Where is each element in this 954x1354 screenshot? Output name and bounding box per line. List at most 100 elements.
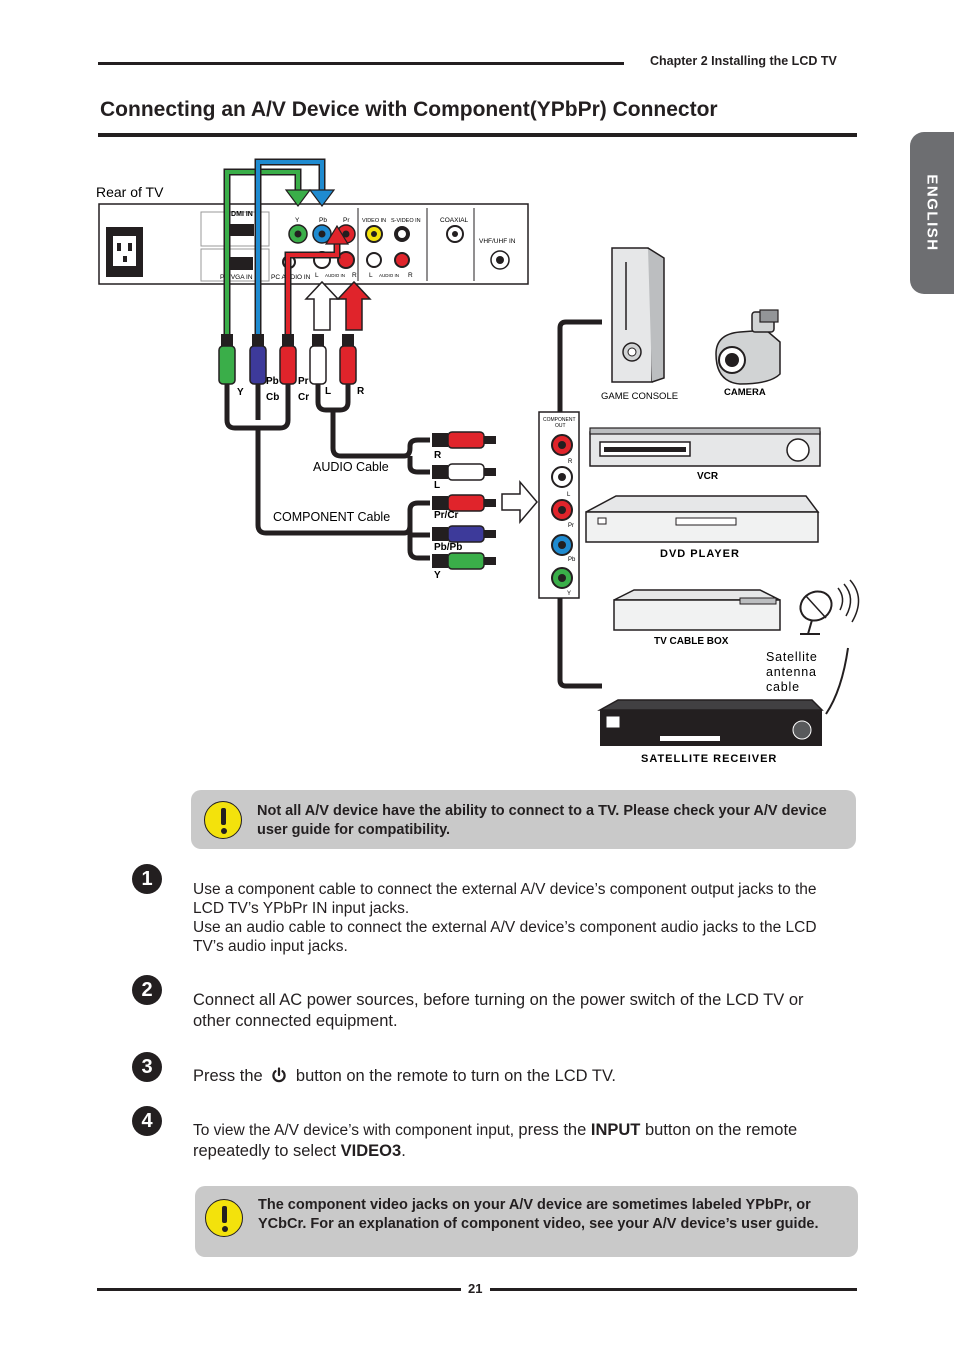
vhf-label: VHF/UHF IN (479, 238, 516, 245)
device-bracket (557, 319, 602, 412)
step-1-line-2: Use an audio cable to connect the extern… (193, 919, 817, 955)
hdmi-port (228, 224, 254, 236)
plug-l-label: L (325, 386, 331, 397)
panel-pb-label: Pb (319, 217, 327, 224)
cable-plug-y (432, 552, 496, 570)
component-labeling-note: The component video jacks on your A/V de… (195, 1186, 858, 1257)
step-4-part-4: . (401, 1142, 406, 1160)
vcr-label: VCR (697, 471, 719, 482)
tv-rear-panel (98, 203, 529, 285)
cable-l-label: L (434, 480, 440, 491)
step-4-text: To view the A/V device’s with component … (193, 1120, 843, 1162)
step-3-text-after: button on the remote to turn on the LCD … (295, 1067, 617, 1085)
sat-cable-line1: Satellite (766, 650, 818, 664)
audio-l-arrow (304, 280, 340, 331)
step-4-part-3: button on the remote repeatedly to selec… (193, 1121, 798, 1160)
hdmi-label: HDMI IN (226, 211, 253, 218)
comp-out-title2: OUT (555, 423, 566, 429)
cable-pbpb-label: Pb/Pb (434, 542, 462, 553)
step-3-text-before: Press the (193, 1067, 263, 1085)
cable-box-label: TV CABLE BOX (654, 636, 729, 647)
compatibility-note: Not all A/V device have the ability to c… (191, 790, 856, 849)
tv-cable-box-icon (613, 589, 781, 631)
cable-plug-pb (432, 525, 496, 543)
panel-r2: R (408, 272, 413, 279)
out-pr-label: Pr (568, 523, 574, 529)
panel-audio-in2: AUDIO IN (379, 273, 399, 278)
out-r-label: R (568, 459, 573, 465)
plug-cr-label: Cr (298, 392, 309, 403)
satellite-dish-icon (799, 579, 860, 635)
panel-y-label: Y (295, 217, 300, 224)
video3-source-name: VIDEO3 (340, 1142, 402, 1160)
step-4-number: 4 (132, 1106, 162, 1136)
cable-y-label: Y (434, 570, 441, 581)
tv-jack-audio-r (337, 251, 355, 269)
panel-l1: L (315, 272, 319, 279)
panel-audio-in1: AUDIO IN (325, 273, 345, 278)
camera-label: CAMERA (724, 387, 766, 398)
cable-plug-pr (432, 494, 496, 512)
out-pb-label: Pb (568, 557, 576, 563)
cable-plug-l (432, 463, 496, 481)
step-4-part-2: press the (518, 1121, 591, 1139)
sat-cable-line2: antenna (766, 665, 817, 679)
step-1-line-1: Use a component cable to connect the ext… (193, 881, 817, 917)
sat-receiver-label: SATELLITE RECEIVER (641, 753, 777, 765)
plug-pr (279, 334, 297, 420)
component-cable-line (224, 419, 291, 431)
warning-icon (205, 1199, 243, 1237)
panel-r1: R (352, 272, 357, 279)
step-2-text: Connect all AC power sources, before tur… (193, 991, 804, 1030)
cable-r-label: R (434, 450, 442, 461)
dvd-player-icon (585, 495, 820, 543)
audio-r-arrow (336, 280, 372, 331)
plug-cb-label: Cb (266, 392, 279, 403)
cable-plug-r (432, 431, 496, 449)
video-in-label: VIDEO IN (362, 218, 386, 224)
page-number: 21 (468, 1281, 483, 1296)
page-title: Connecting an A/V Device with Component(… (100, 98, 718, 121)
plug-pr-label: Pr (298, 376, 309, 387)
plug-y (218, 334, 236, 420)
step-3-number: 3 (132, 1052, 162, 1082)
svideo-in-label: S-VIDEO IN (391, 218, 421, 224)
connect-arrow (501, 479, 538, 525)
game-console-icon (611, 247, 665, 383)
warning-icon (204, 801, 242, 839)
plug-r-label: R (357, 386, 365, 397)
plug-l (309, 334, 327, 398)
plug-pb-label: Pb (266, 376, 279, 387)
connection-diagram: Rear of TV HDMI IN PC/VGA IN PC AUDIO IN… (96, 158, 860, 765)
pc-vga-label: PC/VGA IN (220, 274, 253, 281)
power-icon (272, 1067, 286, 1083)
dvd-label: DVD PLAYER (660, 548, 740, 560)
component-cable-label: COMPONENT Cable (273, 510, 390, 524)
step-1-text: Use a component cable to connect the ext… (193, 880, 843, 956)
game-console-label: GAME CONSOLE (601, 391, 678, 402)
input-button-name: INPUT (590, 1121, 641, 1139)
video-audio-l (366, 252, 382, 268)
vcr-icon (589, 427, 821, 467)
chapter-heading: Chapter 2 Installing the LCD TV (650, 54, 837, 68)
step-2-number: 2 (132, 975, 162, 1005)
audio-cable-label: AUDIO Cable (313, 460, 389, 474)
step-3-text: Press the button on the remote to turn o… (193, 1066, 843, 1087)
plug-pb (249, 334, 267, 420)
coaxial-label: COAXIAL (440, 217, 469, 224)
language-tab: ENGLISH (910, 132, 954, 294)
out-y-label: Y (567, 591, 571, 597)
antenna-cable-line (825, 647, 849, 715)
component-labeling-note-text: The component video jacks on your A/V de… (258, 1197, 819, 1232)
camera-icon (715, 309, 781, 385)
plug-r (339, 334, 357, 398)
satellite-receiver-icon (597, 699, 824, 746)
panel-l2: L (369, 272, 373, 279)
plug-y-label: Y (237, 387, 244, 398)
vga-port (227, 257, 253, 270)
out-l-label: L (567, 492, 571, 498)
step-4-part-1: To view the A/V device’s with component … (193, 1122, 519, 1139)
video-audio-r (394, 252, 410, 268)
audio-cable-line (315, 398, 351, 413)
step-1-number: 1 (132, 864, 162, 894)
